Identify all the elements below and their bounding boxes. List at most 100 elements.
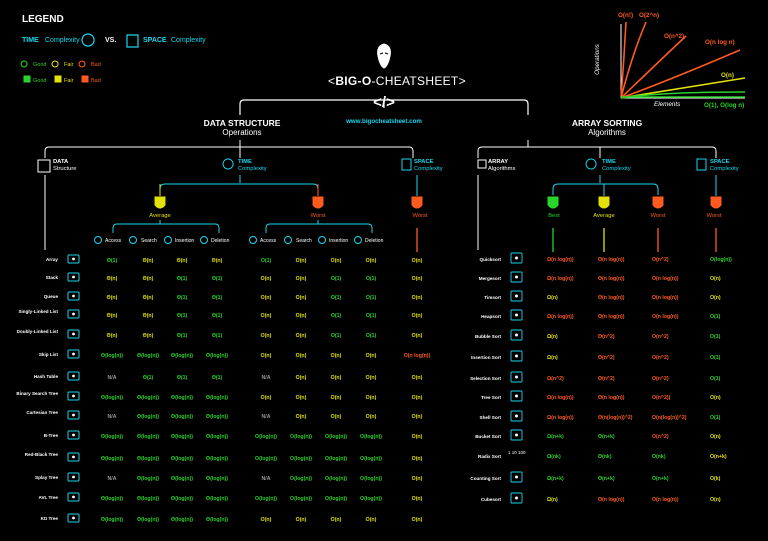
sort-cell: Ω(n+k) (547, 476, 564, 482)
sort-row-icon-dot (515, 433, 518, 437)
ds-cell: Θ(log(n)) (171, 456, 193, 462)
ds-cell: Θ(1) (211, 333, 223, 339)
ds-cell: O(log(n)) (325, 476, 347, 482)
floppy-disk-icon (696, 158, 707, 171)
sort-cell: O(n log(n)) (652, 295, 679, 301)
ds-cell: Θ(1) (106, 258, 118, 264)
ds-cell: O(log(n)) (360, 476, 382, 482)
ds-row-icon-dot (72, 312, 75, 316)
ds-row-icon (67, 254, 80, 264)
ds-row-icon-dot (72, 257, 75, 261)
curve-label-nlogn: O(n log n) (705, 39, 735, 46)
ds-avg-ops-branch (112, 223, 220, 233)
sort-row-name: Quicksort (479, 257, 501, 262)
logo-title-pre: < (328, 74, 336, 88)
sort-row-icon-dot (515, 394, 518, 398)
curve-label-constant-log: O(1), O(log n) (704, 102, 745, 109)
rating-badge-icon (710, 196, 722, 209)
logo-code-glyph: </> (373, 94, 395, 111)
ds-cell: O(n) (411, 333, 423, 339)
sort-title: ARRAY SORTING (571, 118, 643, 128)
ds-cell: Θ(log(n)) (206, 496, 228, 502)
sort-cell: Θ(n^2) (598, 355, 615, 361)
sort-space-label: SPACE (710, 159, 730, 165)
sort-cell: Θ(nk) (598, 454, 612, 460)
sort-row-icon-dot (515, 414, 518, 418)
radix-icon-digits: 1 10 100 (508, 450, 526, 455)
sort-row-name: Bucket Sort (475, 434, 501, 439)
ds-worst-op-access: Access (260, 238, 277, 244)
ds-row-icon-dot (72, 352, 75, 356)
sort-cell: Ω(n) (547, 497, 558, 503)
sort-cell: O(n log(n)) (652, 276, 679, 282)
ds-cell: Θ(log(n)) (206, 434, 228, 440)
ds-row-name: Hash Table (33, 374, 58, 379)
ds-cell: Θ(1) (176, 333, 188, 339)
ds-cell: Θ(log(n)) (137, 414, 159, 420)
insert-icon (164, 236, 172, 244)
legend-time-bad: Bad (91, 62, 101, 68)
curve-linear (620, 77, 746, 99)
ds-cell: O(n) (260, 353, 272, 359)
ds-cell: O(1) (330, 313, 342, 319)
curve-nlogn (620, 49, 741, 99)
ds-avg-op-access: Access (105, 238, 122, 244)
floppy-disk-icon (126, 34, 139, 48)
sort-row-icon-dot (515, 294, 518, 298)
sort-worst-label: Worst (650, 213, 666, 219)
logo-title-bold: BIG-O (335, 74, 372, 88)
ds-row-icon-dot (72, 275, 75, 279)
sort-cell: Ω(n log(n)) (547, 257, 574, 263)
ds-row-name: Binary Search Tree (16, 391, 58, 396)
curve-label-linear: O(n) (721, 72, 734, 79)
sort-cell: Θ(n log(n)) (598, 276, 625, 282)
ds-cell: Θ(log(n)) (206, 414, 228, 420)
ds-cell: Θ(log(n)) (206, 517, 228, 523)
sort-cell: O(log(n)) (710, 257, 732, 263)
sort-cell: Θ(n log(n)) (598, 295, 625, 301)
ds-cell: O(n) (295, 517, 307, 523)
sort-cell: O(n^2) (652, 376, 669, 382)
graph-ylabel: Operations (593, 44, 601, 75)
ds-cell: Θ(log(n)) (206, 476, 228, 482)
ds-cell: Θ(n) (106, 295, 118, 301)
ds-cell: O(n) (411, 517, 423, 523)
ds-cell: O(n) (365, 414, 377, 420)
sort-row-icon (510, 350, 523, 362)
ds-row-icon (67, 472, 80, 482)
sort-row-icon-dot (515, 256, 518, 260)
ds-row-name: Array (45, 257, 58, 262)
ds-cell: O(log(n)) (360, 496, 382, 502)
ds-row-icon (67, 410, 80, 420)
ds-cell: O(n) (365, 395, 377, 401)
ds-cell: O(n) (365, 353, 377, 359)
ds-row-name: B-Tree (43, 433, 58, 438)
ds-row-name: Doubly-Linked List (16, 329, 58, 334)
sort-cell: O(n^2)) (652, 395, 671, 401)
trash-icon (200, 236, 208, 244)
sort-row-icon (510, 252, 523, 264)
trash-icon (354, 236, 362, 244)
ds-cell: O(n) (330, 375, 342, 381)
sort-cell: Ω(n log(n)) (547, 395, 574, 401)
ds-cell: Θ(log(n)) (171, 496, 193, 502)
sort-row-icon (510, 371, 523, 383)
top-branch (239, 99, 529, 115)
ds-cell: Θ(1) (142, 375, 154, 381)
time-bad-icon (78, 60, 86, 68)
ds-cell: Θ(1) (211, 313, 223, 319)
ds-cell: N/A (107, 476, 117, 482)
sort-cell: Θ(n log(n)) (598, 314, 625, 320)
site-url[interactable]: www.bigocheatsheet.com (346, 118, 422, 125)
sort-row-icon (510, 329, 523, 341)
legend-space-bad: Bad (91, 78, 101, 84)
sort-row-icon (510, 271, 523, 283)
sort-cell: O(n) (710, 497, 721, 503)
sort-cell: Θ(n^2) (598, 376, 615, 382)
ds-cell: O(n) (295, 295, 307, 301)
ds-avg-op-search: Search (141, 238, 157, 244)
ds-row-name: Cartesian Tree (26, 410, 58, 415)
ds-row-name: KD Tree (40, 516, 58, 521)
ds-cell: Θ(n) (142, 258, 154, 264)
sort-row-name: Bubble Sort (474, 334, 501, 339)
